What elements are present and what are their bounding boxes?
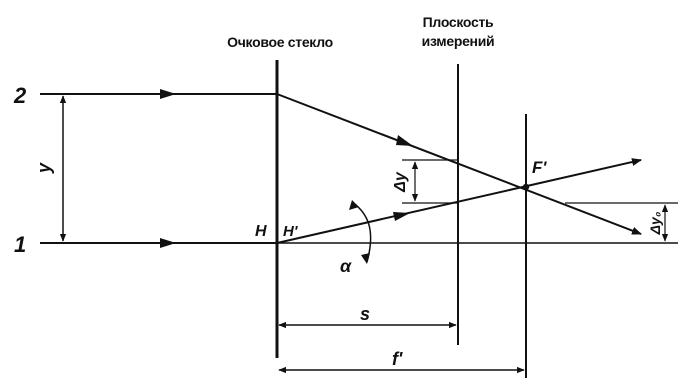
angle-alpha-arrow-bottom <box>361 253 370 264</box>
principal-point-h-prime-label: H' <box>283 223 298 240</box>
ray-1-refracted-arrow <box>393 212 410 221</box>
ray-2-refracted-arrow <box>396 135 413 146</box>
ray-1-direction-arrow <box>160 238 176 248</box>
angle-alpha-label: α <box>340 256 352 276</box>
dimension-s-label: s <box>360 304 370 324</box>
ray-1-label: 1 <box>14 232 26 257</box>
ray-2-label: 2 <box>13 83 27 108</box>
dimension-f-prime-label: f' <box>392 349 403 369</box>
angle-alpha-arrow-top <box>349 200 359 210</box>
delta-y0-label: Δy₀ <box>647 211 663 235</box>
y-label: y <box>34 162 54 174</box>
focal-point-marker <box>522 183 530 191</box>
plane-title-line2: измерений <box>422 33 495 49</box>
delta-y-label: Δy <box>392 171 409 193</box>
ray-1-refracted <box>276 158 642 244</box>
angle-alpha-arc <box>351 201 372 263</box>
ray-2-refracted <box>276 93 642 235</box>
ray-2-direction-arrow <box>160 89 176 99</box>
plane-title-line1: Плоскость <box>423 14 494 30</box>
lens-title: Очковое стекло <box>227 34 333 50</box>
principal-point-h-label: H <box>255 223 267 240</box>
focal-point-label: F' <box>532 158 547 177</box>
